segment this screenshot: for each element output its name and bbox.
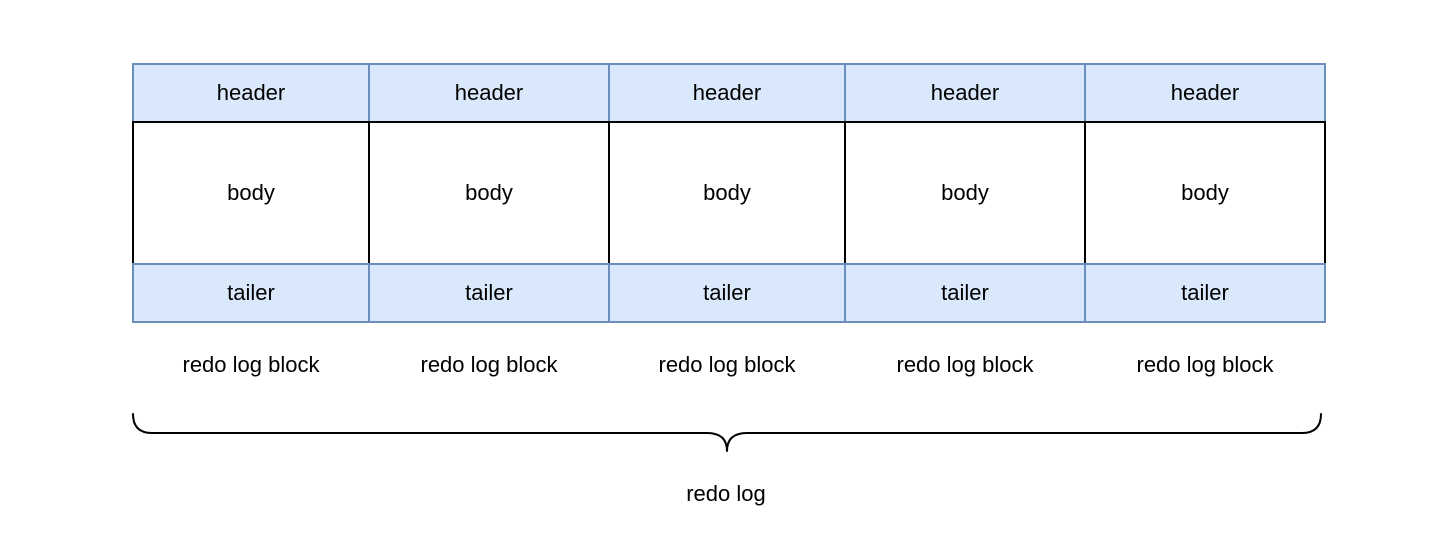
block-label: redo log block <box>896 352 1034 377</box>
block-header: header <box>608 63 846 123</box>
block-label: redo log block <box>420 352 558 377</box>
block-header: header <box>368 63 610 123</box>
block-tailer: tailer <box>844 263 1086 323</box>
block-body: body <box>368 121 610 265</box>
block-header: header <box>844 63 1086 123</box>
block-header: header <box>132 63 370 123</box>
redo-log-label: redo log <box>686 481 766 506</box>
block-tailer: tailer <box>368 263 610 323</box>
block-tailer: tailer <box>608 263 846 323</box>
block-body: body <box>608 121 846 265</box>
block-label: redo log block <box>182 352 320 377</box>
block-label: redo log block <box>658 352 796 377</box>
block-label: redo log block <box>1136 352 1274 377</box>
block-tailer: tailer <box>1084 263 1326 323</box>
block-body: body <box>1084 121 1326 265</box>
block-tailer: tailer <box>132 263 370 323</box>
